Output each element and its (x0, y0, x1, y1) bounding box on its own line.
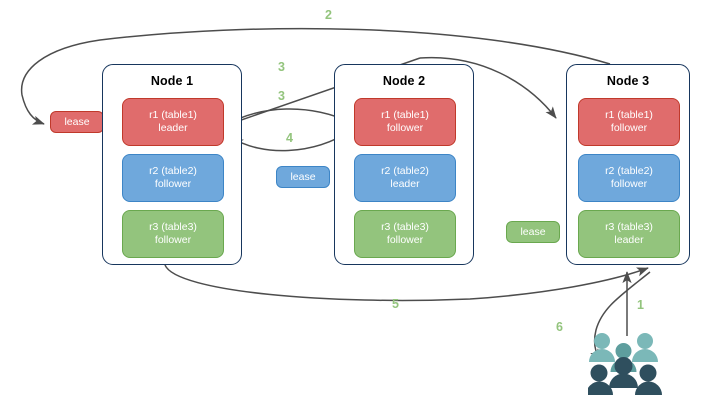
edge-label-5: 5 (392, 297, 399, 311)
node3-replica-r3-name: r3 (table3) (605, 221, 653, 233)
node2-replica-r2[interactable]: r2 (table2) leader (354, 154, 456, 202)
node1-replica-r3[interactable]: r3 (table3) follower (122, 210, 224, 258)
edge-label-3b: 3 (278, 89, 285, 103)
node2-replica-r2-name: r2 (table2) (381, 165, 429, 177)
lease-chip-r1[interactable]: lease (50, 111, 104, 133)
node1-replica-r1[interactable]: r1 (table1) leader (122, 98, 224, 146)
lease-chip-r3[interactable]: lease (506, 221, 560, 243)
lease-chip-r1-label: lease (64, 116, 90, 128)
node1-replica-r1-role: leader (158, 122, 188, 134)
edge-3a-continuation (419, 56, 557, 119)
node3-replica-r2-role: follower (610, 178, 648, 190)
edge-label-4: 4 (286, 131, 293, 145)
node2-replica-r2-role: leader (390, 178, 420, 190)
node3-replica-r1-role: follower (610, 122, 648, 134)
edge-label-2: 2 (325, 8, 332, 22)
node1-replica-r1-name: r1 (table1) (149, 109, 197, 121)
lease-chip-r2[interactable]: lease (276, 166, 330, 188)
node3-replica-r2[interactable]: r2 (table2) follower (578, 154, 680, 202)
node2-replica-r3[interactable]: r3 (table3) follower (354, 210, 456, 258)
edge-3b-path (223, 108, 351, 127)
node2-title: Node 2 (382, 74, 426, 88)
node3-replica-r3-role: leader (614, 234, 644, 246)
edge-label-1: 1 (637, 298, 644, 312)
node1-title: Node 1 (150, 74, 194, 88)
node3-replica-r2-name: r2 (table2) (605, 165, 653, 177)
lease-chip-r3-label: lease (520, 226, 546, 238)
node2-replica-r3-role: follower (386, 234, 424, 246)
node3-title: Node 3 (606, 74, 650, 88)
lease-chip-r2-label: lease (290, 171, 316, 183)
node3-replica-r3[interactable]: r3 (table3) leader (578, 210, 680, 258)
users-group-icon (588, 333, 662, 395)
node2-replica-r1-name: r1 (table1) (381, 109, 429, 121)
edge-label-3a: 3 (278, 60, 285, 74)
node1-replica-r2-role: follower (154, 178, 192, 190)
node1-replica-r3-name: r3 (table3) (149, 221, 197, 233)
node2-replica-r1[interactable]: r1 (table1) follower (354, 98, 456, 146)
node1-replica-r2[interactable]: r2 (table2) follower (122, 154, 224, 202)
node-panel-node1[interactable]: Node 1 r1 (table1) leader r2 (table2) fo… (102, 64, 242, 265)
node1-replica-r2-name: r2 (table2) (149, 165, 197, 177)
node-panel-node2[interactable]: Node 2 r1 (table1) follower r2 (table2) … (334, 64, 474, 265)
edge-2-path (20, 27, 611, 125)
edge-label-6: 6 (556, 320, 563, 334)
edge-5-path (164, 264, 649, 302)
node2-replica-r3-name: r3 (table3) (381, 221, 429, 233)
node-panel-node3[interactable]: Node 3 r1 (table1) follower r2 (table2) … (566, 64, 690, 265)
node3-replica-r1-name: r1 (table1) (605, 109, 653, 121)
node3-replica-r1[interactable]: r1 (table1) follower (578, 98, 680, 146)
node1-replica-r3-role: follower (154, 234, 192, 246)
node2-replica-r1-role: follower (386, 122, 424, 134)
